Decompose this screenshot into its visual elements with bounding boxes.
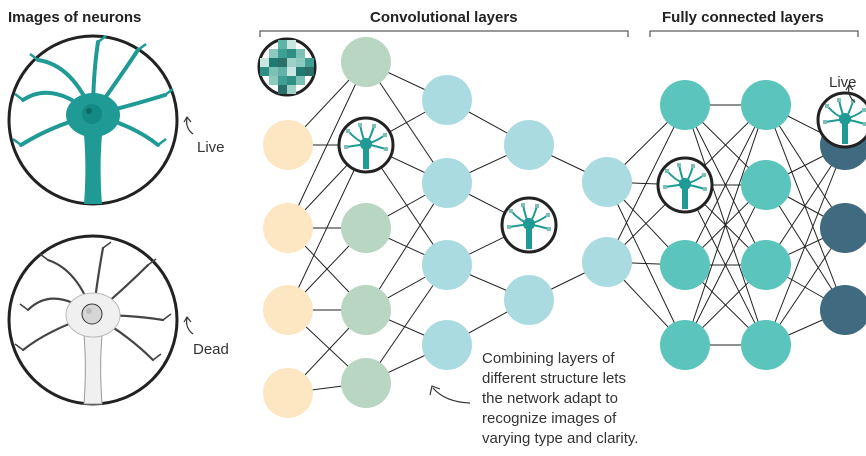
- fc2-node: [741, 160, 791, 210]
- network-edge: [765, 104, 846, 311]
- pixel-patch-icon: [257, 37, 317, 97]
- conv1-node: [341, 285, 391, 335]
- network-edge: [287, 61, 367, 229]
- network-edge: [684, 184, 767, 346]
- input-node: [263, 285, 313, 335]
- conv3-node: [504, 120, 554, 170]
- convolutional-layers-header: Convolutional layers: [370, 9, 518, 26]
- caption-line: recognize images of: [482, 410, 617, 427]
- label-arrows: [183, 83, 856, 404]
- network-edge: [765, 144, 846, 346]
- layer-bracket: [259, 30, 629, 37]
- conv1-node: [341, 203, 391, 253]
- network-edge: [365, 182, 448, 311]
- mini-neuron-icon: [816, 91, 866, 149]
- output-live-label: Live: [829, 74, 857, 91]
- output-node: [820, 203, 866, 253]
- live-label: Live: [197, 139, 225, 156]
- dead-label: Dead: [193, 341, 229, 358]
- layer-brackets: [259, 30, 859, 37]
- caption-line: the network adapt to: [482, 390, 618, 407]
- conv1-node: [341, 358, 391, 408]
- caption-arrow: [429, 385, 471, 404]
- mini-neuron-icon: [656, 156, 714, 214]
- images-of-neurons-header: Images of neurons: [8, 9, 142, 26]
- network-edge: [287, 144, 367, 311]
- fc2-node: [741, 320, 791, 370]
- fc1-node: [660, 320, 710, 370]
- conv1-node: [341, 37, 391, 87]
- conv2-node: [422, 240, 472, 290]
- fc1-node: [660, 240, 710, 290]
- caption-text: Combining layers of different structure …: [482, 349, 638, 449]
- conv4-node: [582, 237, 632, 287]
- conv2-node: [422, 75, 472, 125]
- fully-connected-layers-header: Fully connected layers: [662, 9, 824, 26]
- dead-arrow: [183, 315, 194, 335]
- caption-line: varying type and clarity.: [482, 430, 639, 447]
- mini-neuron-icon: [337, 116, 395, 174]
- neuron-live-icon: [7, 34, 179, 206]
- output-node: [820, 285, 866, 335]
- input-node: [263, 203, 313, 253]
- conv3-node: [504, 275, 554, 325]
- layer-bracket: [649, 30, 859, 37]
- network-edge: [684, 104, 767, 346]
- input-node: [263, 120, 313, 170]
- neuron-images: [7, 34, 866, 406]
- caption-line: Combining layers of: [482, 350, 615, 367]
- input-node: [263, 368, 313, 418]
- conv2-node: [422, 158, 472, 208]
- fc2-node: [741, 240, 791, 290]
- mini-neuron-icon: [500, 196, 558, 254]
- caption-line: different structure lets: [482, 370, 626, 387]
- conv2-node: [422, 320, 472, 370]
- live-arrow: [183, 115, 194, 135]
- conv4-node: [582, 157, 632, 207]
- neuron-dead-icon: [7, 234, 179, 406]
- fc1-node: [660, 80, 710, 130]
- output-live-arrow: [845, 83, 856, 103]
- network-edge: [606, 104, 686, 263]
- network-edge: [684, 104, 767, 266]
- fc2-node: [741, 80, 791, 130]
